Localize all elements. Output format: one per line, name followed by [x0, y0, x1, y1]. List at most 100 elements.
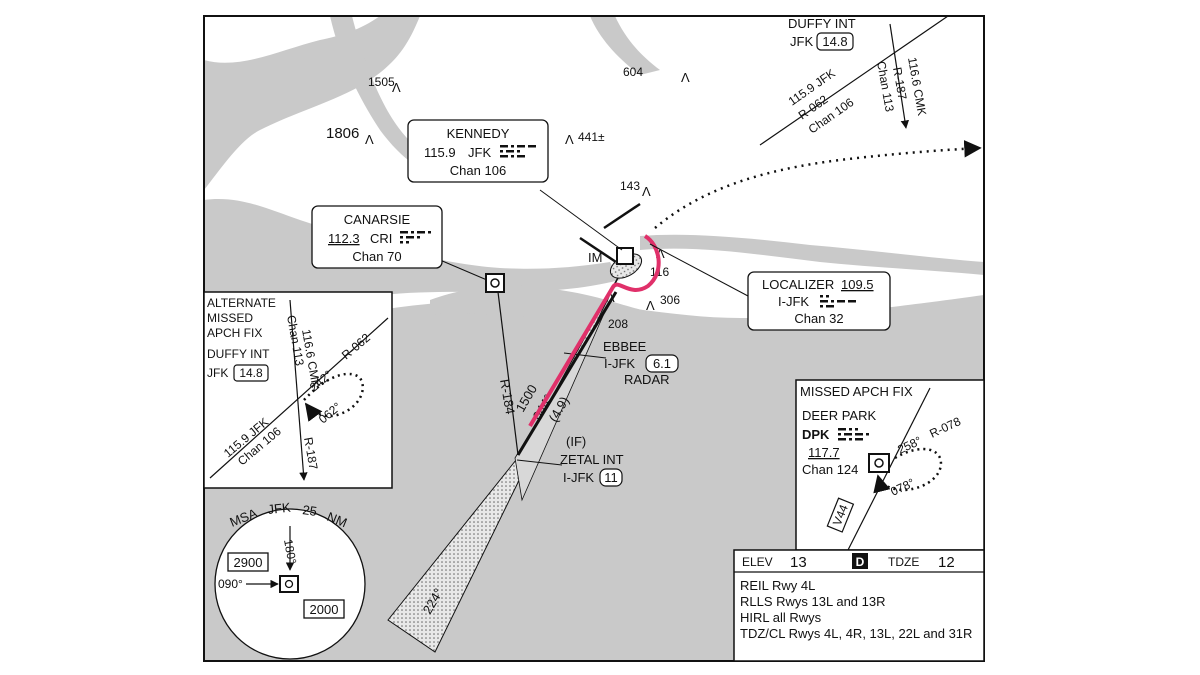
ebbee-fix: EBBEE I-JFK 6.1 RADAR: [603, 339, 679, 387]
obstacle-icon: Λ: [565, 132, 574, 147]
morse-code-icon: [838, 428, 869, 441]
long-island-shore: [640, 234, 984, 275]
obstacle-icon: Λ: [365, 132, 374, 147]
missed-channel: Chan 124: [802, 462, 858, 477]
zetal-fix-line: [516, 459, 563, 466]
spot-elev-208: 208: [608, 317, 628, 331]
missed-ident: DPK: [802, 427, 830, 442]
airport-info-box: ELEV 13 D TDZE 12 REIL Rwy 4L RLLS Rwys …: [733, 549, 985, 662]
spot-elev-1806: 1806: [326, 125, 359, 142]
vor-center-icon: [490, 278, 500, 288]
obstacle-icon: Λ: [656, 246, 665, 261]
zetal-ident: I-JFK: [563, 470, 594, 485]
missed-fix-name: DEER PARK: [802, 408, 876, 423]
dme-badge: [852, 553, 868, 569]
alt-title-2: MISSED: [207, 311, 253, 325]
obstacle-icon: Λ: [642, 184, 651, 199]
msa-bearing-180: 180°: [281, 538, 299, 565]
spot-elev-1505: 1505: [368, 75, 395, 89]
alt-fix-ref: JFK: [207, 366, 228, 380]
approach-course-line: [516, 291, 618, 456]
spot-elev-306: 306: [660, 293, 680, 307]
spot-elev-441: 441±: [578, 130, 605, 144]
kennedy-name: KENNEDY: [447, 126, 510, 141]
ebbee-distance: 6.1: [653, 356, 671, 371]
spot-elev-604: 604: [623, 65, 643, 79]
alt-holding-pattern: [303, 372, 365, 422]
canarsie-radial-line: [497, 291, 519, 456]
obstacle-icon: Λ: [392, 80, 401, 95]
kennedy-leader: [539, 189, 623, 251]
zetal-distance: 11: [604, 470, 618, 485]
alternate-missed-inset: ALTERNATE MISSED APCH FIX DUFFY INT JFK …: [203, 291, 393, 489]
radial-184-label: R-184: [497, 378, 518, 415]
dme-badge-label: D: [856, 555, 865, 569]
alt-fix-distance: 14.8: [239, 366, 263, 380]
msa-bearing-090: 090°: [218, 577, 243, 591]
vor-center-icon: [874, 458, 884, 468]
msa-alt-1: 2900: [234, 555, 263, 570]
missed-approach-course: [528, 234, 661, 428]
ebbee-ident: I-JFK: [604, 356, 635, 371]
morse-code-icon: [820, 295, 856, 308]
alt-title-1: ALTERNATE: [207, 296, 276, 310]
im-label: IM: [588, 250, 602, 265]
canarsie-channel: Chan 70: [352, 249, 401, 264]
msa-ref: JFK: [267, 500, 292, 517]
morse-code-icon: [400, 231, 431, 244]
vor-icon: [485, 273, 505, 293]
kennedy-ident: JFK: [468, 145, 491, 160]
localizer-label: LOCALIZER: [762, 277, 834, 292]
elev-label: ELEV: [742, 555, 773, 569]
localizer-ident: I-JFK: [778, 294, 809, 309]
zetal-if: (IF): [566, 434, 586, 449]
note-line: HIRL all Rwys: [740, 610, 822, 625]
canarsie-vor-box: CANARSIE 112.3 CRI Chan 70: [311, 205, 443, 269]
east-river-water: [330, 16, 450, 180]
airway-box: V44: [826, 497, 855, 533]
duffy-distance: 14.8: [822, 34, 847, 49]
note-line: RLLS Rwys 13L and 13R: [740, 594, 886, 609]
localizer-channel: Chan 32: [794, 311, 843, 326]
zetal-name: ZETAL INT: [560, 452, 624, 467]
localizer-leader: [649, 243, 749, 297]
tdze-label: TDZE: [888, 555, 919, 569]
canarsie-name: CANARSIE: [344, 212, 411, 227]
canarsie-ident: CRI: [370, 231, 392, 246]
alt-radial2: R-187: [301, 436, 321, 471]
spot-elev-143: 143: [620, 179, 640, 193]
msa-center-vor-icon: [279, 575, 299, 593]
alt-fix-name: DUFFY INT: [207, 347, 270, 361]
kennedy-channel: Chan 106: [450, 163, 506, 178]
missed-freq: 117.7: [808, 445, 840, 460]
localizer-freq: 109.5: [841, 277, 874, 292]
canarsie-freq: 112.3: [328, 231, 360, 246]
ebbee-name: EBBEE: [603, 339, 647, 354]
tdze-value: 12: [938, 554, 955, 571]
obstacle-icon: Λ: [606, 290, 615, 305]
obstacle-icon: Λ: [681, 70, 690, 85]
alt-cmk-radial-line: [289, 299, 308, 481]
kennedy-vor-box: KENNEDY 115.9 JFK Chan 106: [407, 119, 549, 183]
im-marker-box: [616, 247, 634, 265]
missed-title: MISSED APCH FIX: [800, 384, 913, 399]
alt-title-3: APCH FIX: [207, 326, 262, 340]
runway-4r: [603, 202, 641, 230]
msa-circle: MSA JFK 25 NM 180° 090° 2900 2000: [214, 500, 366, 660]
elev-value: 13: [790, 554, 807, 571]
note-line: TDZ/CL Rwys 4L, 4R, 13L, 22L and 31R: [740, 626, 972, 641]
msa-dist: 25: [302, 502, 318, 519]
obstacle-icon: Λ: [646, 298, 655, 313]
duffy-name: DUFFY INT: [788, 16, 856, 31]
missed-holding-pattern: [873, 447, 943, 494]
sound-water: [590, 16, 660, 75]
msa-alt-2: 2000: [310, 602, 339, 617]
msa-unit: NM: [325, 509, 349, 530]
kennedy-freq: 115.9: [424, 145, 456, 160]
msa-alt-box-2: [303, 599, 345, 619]
vor-center-icon: [284, 579, 294, 589]
zetal-fix: (IF) ZETAL INT I-JFK 11: [560, 434, 624, 487]
jfk-radial-062-line: [759, 15, 949, 146]
ebbee-radar: RADAR: [624, 372, 670, 387]
localizer-box: LOCALIZER 109.5 I-JFK Chan 32: [747, 271, 891, 331]
